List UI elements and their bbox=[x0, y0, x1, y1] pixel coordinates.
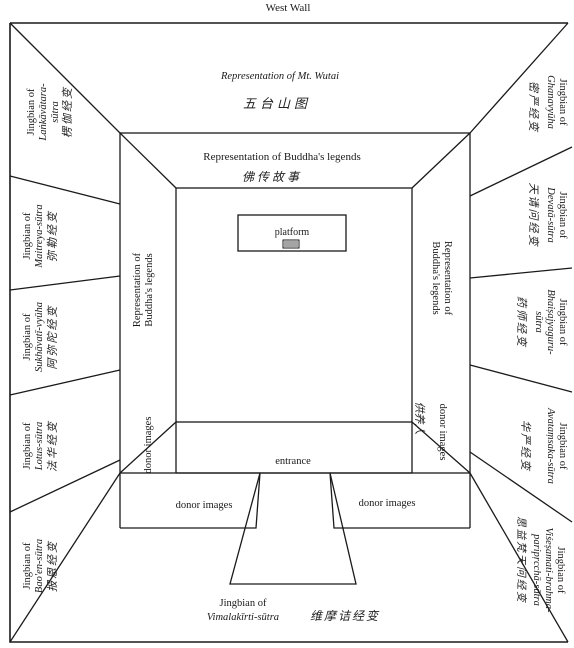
platform: platform bbox=[237, 214, 347, 252]
left-panel-chinese: 阿弥陀经变 bbox=[46, 305, 59, 370]
left-panel-line2: Laṅkāvātara- bbox=[38, 83, 49, 142]
right-panel-line1: Jingbian of bbox=[557, 192, 568, 239]
donor-bottom-left: donor images bbox=[176, 500, 233, 511]
right-panel-devata: Jingbian of Devatā-sūtra 天请问经变 bbox=[527, 183, 568, 248]
left-panel-line2: Sukhāvatī-vyūha bbox=[34, 302, 45, 372]
right-panel-line1: Jingbian of bbox=[555, 547, 566, 594]
ceiling-title-prefix: Representation of bbox=[220, 71, 298, 82]
donor-left-vertical: donor images bbox=[143, 417, 154, 474]
left-panel-chinese: 报恩经变 bbox=[46, 540, 59, 592]
outer-frame bbox=[9, 22, 568, 643]
right-panel-chinese: 密严经变 bbox=[527, 81, 540, 133]
right-panel-line2: Viśeṣamati-brahma- bbox=[543, 528, 554, 613]
donor-right-chinese: 供养人 bbox=[413, 402, 426, 435]
bottom-panel-line2: Vimalakīrti-sūtra bbox=[207, 612, 279, 623]
left-panel-lankavatara: Jingbian of Laṅkāvātara- sūtra 楞伽经变 bbox=[26, 83, 74, 142]
inner-right-line1: Representation of bbox=[442, 241, 453, 316]
ceiling-chinese: 五台山图 bbox=[243, 97, 311, 112]
perspective-lines bbox=[9, 22, 569, 643]
right-panel-line2: Avataṃsaka-sūtra bbox=[545, 407, 556, 484]
right-panel-line1: Jingbian of bbox=[557, 423, 568, 470]
left-panel-line1: Jingbian of bbox=[22, 422, 33, 469]
left-panel-chinese: 弥勒经变 bbox=[46, 210, 59, 262]
right-panel-bhaisajyaguru: Jingbian of Bhaiṣajyaguru- sūtra 药师经变 bbox=[515, 289, 568, 355]
left-panel-sukhavati: Jingbian of Sukhāvatī-vyūha 阿弥陀经变 bbox=[22, 302, 59, 372]
right-panel-line1: Jingbian of bbox=[557, 299, 568, 346]
left-panel-line1: Jingbian of bbox=[22, 313, 33, 360]
right-panel-dividers bbox=[469, 146, 573, 523]
right-panels: Jingbian of Ghanavyūha 密严经变 Jingbian of … bbox=[515, 75, 568, 613]
left-panels: Jingbian of Laṅkāvātara- sūtra 楞伽经变 Jing… bbox=[22, 83, 74, 593]
donor-right-vertical: donor images bbox=[437, 404, 448, 461]
left-panel-chinese: 楞伽经变 bbox=[61, 86, 74, 138]
left-panel-maitreya: Jingbian of Maitreya-sūtra 弥勒经变 bbox=[22, 204, 59, 268]
inner-right-line2: Buddha's legends bbox=[430, 241, 441, 314]
donor-bottom-right: donor images bbox=[359, 498, 416, 509]
right-panel-chinese: 天请问经变 bbox=[527, 183, 540, 248]
entrance-label: entrance bbox=[275, 456, 311, 467]
right-panel-line2: Devatā-sūtra bbox=[545, 186, 556, 242]
inner-left-line2: Buddha's legends bbox=[144, 253, 155, 326]
right-panel-line3: paripṛcchā-sūtra bbox=[531, 533, 542, 606]
left-panel-line2: Bao'en-sūtra bbox=[34, 539, 45, 593]
left-panel-line1: Jingbian of bbox=[26, 88, 37, 135]
inner-right-label: Representation of Buddha's legends bbox=[430, 241, 453, 316]
left-panel-dividers bbox=[9, 175, 121, 513]
bottom-panel-chinese: 维摩诘经变 bbox=[310, 609, 380, 623]
inner-top-title: Representation of Buddha's legends bbox=[203, 151, 360, 163]
right-panel-chinese: 华严经变 bbox=[519, 420, 532, 472]
right-panel-visesamati: Jingbian of Viśeṣamati-brahma- paripṛcch… bbox=[515, 516, 566, 613]
floor-structure bbox=[119, 420, 471, 585]
ceiling-title-em: Mt. Wutai bbox=[297, 71, 339, 82]
inner-left-label: Representation of Buddha's legends bbox=[132, 252, 155, 327]
left-panel-line1: Jingbian of bbox=[22, 542, 33, 589]
left-panel-lotus: Jingbian of Lotus-sūtra 法华经变 bbox=[22, 420, 59, 472]
right-panel-chinese: 思益梵天问经变 bbox=[515, 516, 527, 604]
left-panel-line3: sūtra bbox=[50, 101, 61, 123]
left-panel-line2: Lotus-sūtra bbox=[34, 422, 45, 471]
left-panel-chinese: 法华经变 bbox=[46, 420, 59, 472]
right-panel-line2: Bhaiṣajyaguru- bbox=[545, 289, 556, 355]
inner-top-chinese: 佛传故事 bbox=[242, 170, 302, 184]
right-panel-ghanavyuha: Jingbian of Ghanavyūha 密严经变 bbox=[527, 75, 568, 133]
bottom-panel-line1: Jingbian of bbox=[220, 598, 267, 609]
left-panel-line1: Jingbian of bbox=[22, 212, 33, 259]
right-panel-chinese: 药师经变 bbox=[515, 296, 528, 348]
left-panel-baoen: Jingbian of Bao'en-sūtra 报恩经变 bbox=[22, 539, 59, 593]
right-panel-line2: Ghanavyūha bbox=[545, 75, 556, 129]
ceiling-title: Representation of Mt. Wutai bbox=[220, 71, 339, 82]
west-wall-label: West Wall bbox=[266, 2, 311, 14]
left-panel-line2: Maitreya-sūtra bbox=[34, 204, 45, 268]
platform-label: platform bbox=[275, 227, 310, 238]
right-panel-line3: sūtra bbox=[533, 311, 544, 333]
right-panel-avatamsaka: Jingbian of Avataṃsaka-sūtra 华严经变 bbox=[519, 407, 568, 484]
inner-left-line1: Representation of bbox=[132, 252, 143, 327]
right-panel-line1: Jingbian of bbox=[557, 79, 568, 126]
